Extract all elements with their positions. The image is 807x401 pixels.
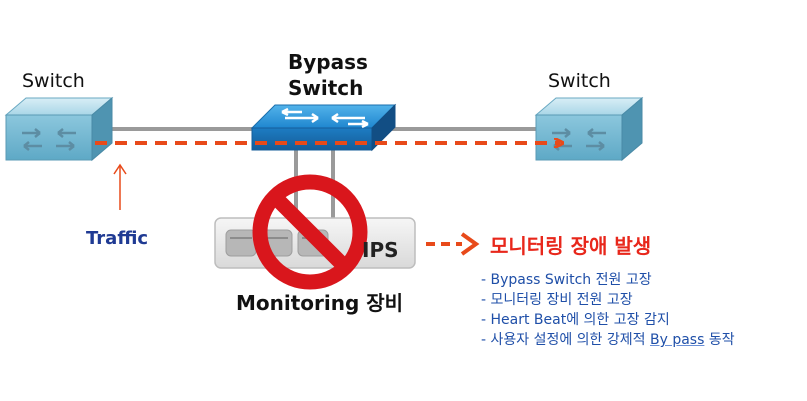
failure-cause-item: - Bypass Switch 전원 고장 [481, 272, 652, 288]
traffic-pointer-arrow [113, 163, 127, 210]
traffic-label: Traffic [86, 228, 149, 249]
failure-cause-item: - 모니터링 장비 전원 고장 [481, 292, 633, 308]
failure-cause-item-suffix: 동작 [704, 332, 735, 348]
monitoring-failure-heading: 모니터링 장애 발생 [490, 234, 652, 258]
switch-right-label: Switch [548, 70, 611, 92]
bypass-switch-label-line1: Bypass [288, 50, 368, 74]
switch-left-label: Switch [22, 70, 85, 92]
failure-cause-list: - Bypass Switch 전원 고장 - 모니터링 장비 전원 고장 - … [481, 270, 735, 350]
bypass-switch-label-line2: Switch [288, 76, 364, 100]
network-switch-icon [4, 96, 114, 162]
ips-label: IPS [362, 238, 399, 262]
failure-cause-item-text: - 사용자 설정에 의한 강제적 [481, 332, 650, 348]
no-entry-icon [252, 174, 368, 290]
issue-arrow [426, 232, 480, 256]
failure-cause-item: - 사용자 설정에 의한 강제적 By pass 동작 [481, 330, 735, 350]
network-switch-icon [534, 96, 644, 162]
failure-cause-item: - Heart Beat에 의한 고장 감지 [481, 312, 670, 328]
monitoring-device-label: Monitoring 장비 [236, 291, 404, 315]
bypass-underlined-text: By pass [649, 332, 705, 348]
